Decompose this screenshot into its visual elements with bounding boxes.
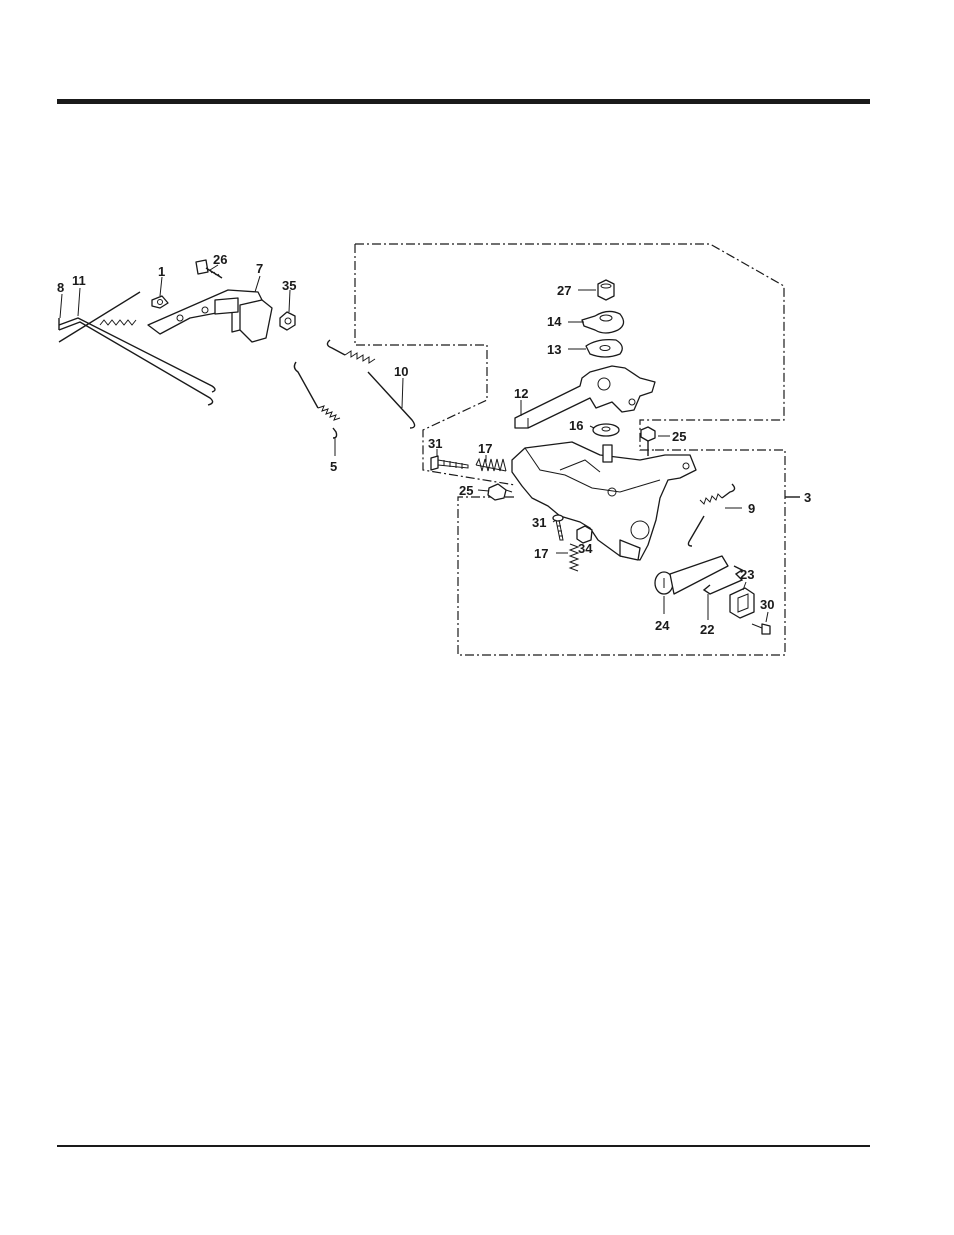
- callout-23: 23: [740, 567, 754, 582]
- nut-part-1: [152, 296, 168, 308]
- callout-22: 22: [700, 622, 714, 637]
- callout-24: 24: [655, 618, 670, 633]
- callout-34: 34: [578, 541, 593, 556]
- screw-part-31-lower: [553, 515, 563, 540]
- callout-12: 12: [514, 386, 528, 401]
- callout-17-lower: 17: [534, 546, 548, 561]
- spring-part-17-lower: [570, 544, 578, 571]
- control-base-part-3: [512, 442, 696, 560]
- holder-part-23: [730, 588, 754, 618]
- nut-part-27: [598, 280, 614, 300]
- callout-5: 5: [330, 459, 337, 474]
- control-lever-part-12: [515, 366, 655, 428]
- governor-bracket: [148, 290, 272, 342]
- callout-3: 3: [804, 490, 811, 505]
- callout-25-lower: 25: [459, 483, 473, 498]
- callout-1: 1: [158, 264, 165, 279]
- lever-plate-part-14: [582, 311, 624, 333]
- callout-9: 9: [748, 501, 755, 516]
- callout-16: 16: [569, 418, 583, 433]
- callout-25-upper: 25: [672, 429, 686, 444]
- spring-part-17-upper: [476, 459, 506, 471]
- callout-17-upper: 17: [478, 441, 492, 456]
- screw-part-31-upper: [431, 456, 468, 470]
- choke-knob-part-24: [655, 556, 728, 594]
- callout-8: 8: [57, 280, 64, 295]
- spring-part-5: [294, 362, 340, 438]
- washer-part-13: [586, 340, 622, 357]
- callout-11: 11: [72, 273, 86, 288]
- flange-nut-part-35: [280, 312, 295, 330]
- screw-part-30: [752, 624, 770, 634]
- spring-part-9: [688, 484, 734, 546]
- callout-27: 27: [557, 283, 571, 298]
- callout-26: 26: [213, 252, 227, 267]
- callout-14: 14: [547, 314, 562, 329]
- callout-7: 7: [256, 261, 263, 276]
- callout-31-lower: 31: [532, 515, 546, 530]
- washer-part-16: [593, 424, 619, 436]
- callout-35: 35: [282, 278, 296, 293]
- callout-31-upper: 31: [428, 436, 442, 451]
- callout-13: 13: [547, 342, 561, 357]
- spring-part-10: [327, 340, 414, 428]
- bolt-part-25-upper: [641, 427, 655, 456]
- callout-10: 10: [394, 364, 408, 379]
- callout-30: 30: [760, 597, 774, 612]
